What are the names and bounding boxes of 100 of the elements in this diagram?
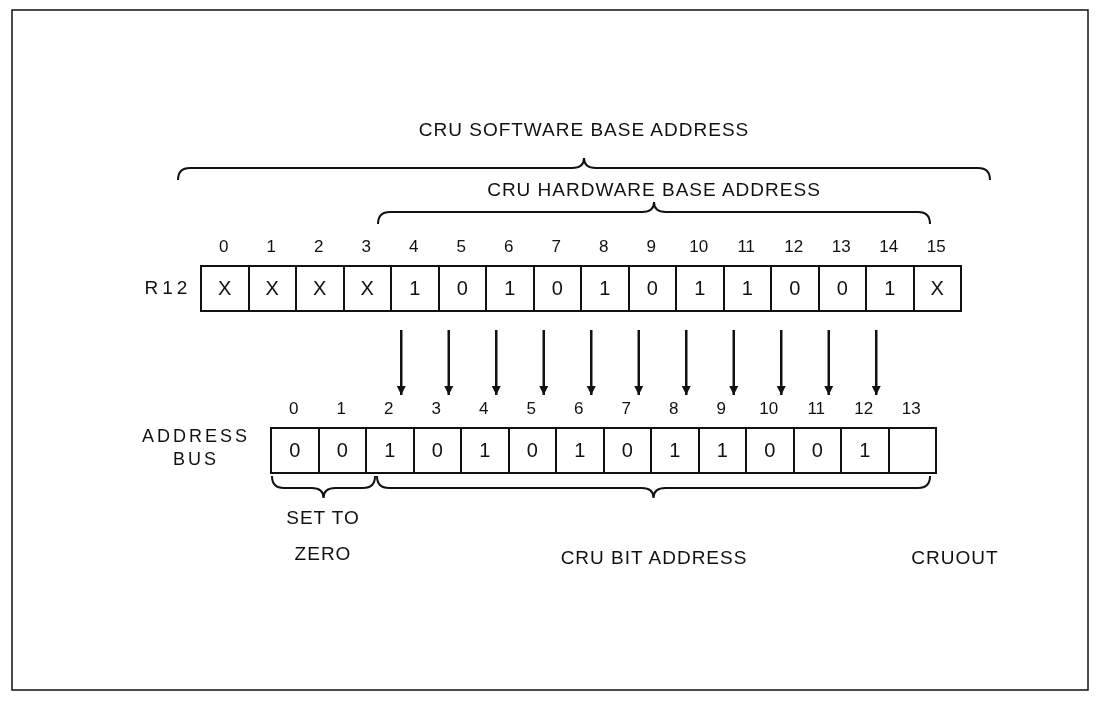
bit-cell (507, 427, 557, 474)
bit-number: 0 (218, 237, 230, 257)
arrow (681, 330, 691, 395)
bit-value: 0 (811, 439, 823, 462)
bit-cell (270, 427, 320, 474)
register-label: R12 (143, 276, 193, 300)
bit-cell (745, 427, 795, 474)
bit-value: 0 (526, 439, 538, 462)
bit-cell (485, 265, 535, 312)
bit-number: 13 (900, 399, 922, 419)
bit-value: 0 (551, 277, 563, 300)
bit-value: 0 (456, 277, 468, 300)
bit-number: 8 (668, 399, 680, 419)
bit-value: 1 (669, 439, 681, 462)
bit-value: 1 (384, 439, 396, 462)
bit-number: 15 (925, 237, 947, 257)
bit-cell (840, 427, 890, 474)
bit-value: X (313, 277, 327, 300)
bit-cell (200, 265, 250, 312)
bit-number: 6 (573, 399, 585, 419)
bit-value: 0 (764, 439, 776, 462)
bit-value: 0 (646, 277, 658, 300)
field-label: CRU BIT ADDRESS (559, 546, 749, 570)
bit-number: 1 (335, 399, 347, 419)
bit-value: X (265, 277, 279, 300)
bit-cell (532, 265, 582, 312)
bit-value: 0 (336, 439, 348, 462)
bit-cell (627, 265, 677, 312)
bit-cell (247, 265, 297, 312)
bit-value: 1 (504, 277, 516, 300)
bit-number: 3 (430, 399, 442, 419)
bit-number: 2 (383, 399, 395, 419)
bit-cell (722, 265, 772, 312)
arrow (444, 330, 454, 395)
bit-cell (887, 427, 937, 474)
bit-number: 14 (878, 237, 900, 257)
bit-value: 1 (859, 439, 871, 462)
bit-number: 9 (715, 399, 727, 419)
arrow (776, 330, 786, 395)
bit-cell (295, 265, 345, 312)
bit-number: 2 (313, 237, 325, 257)
bit-cell (697, 427, 747, 474)
bit-cell (460, 427, 510, 474)
bit-number: 1 (265, 237, 277, 257)
bit-cell (650, 427, 700, 474)
bit-number: 6 (503, 237, 515, 257)
bit-cell (792, 427, 842, 474)
register-label: ADDRESS BUS (141, 425, 251, 472)
bit-value: 0 (789, 277, 801, 300)
bit-value: 1 (694, 277, 706, 300)
bit-number: 9 (645, 237, 657, 257)
bit-cell (555, 427, 605, 474)
bit-value: 1 (574, 439, 586, 462)
bit-value: 1 (741, 277, 753, 300)
bit-number: 7 (620, 399, 632, 419)
bit-number: 3 (360, 237, 372, 257)
bit-number: 7 (550, 237, 562, 257)
bit-cell (675, 265, 725, 312)
bit-value: 0 (289, 439, 301, 462)
arrow (824, 330, 834, 395)
bit-cell (317, 427, 367, 474)
bit-value: 1 (409, 277, 421, 300)
bit-value: 0 (836, 277, 848, 300)
bit-value: 0 (431, 439, 443, 462)
bit-number: 10 (688, 237, 710, 257)
bit-cell (770, 265, 820, 312)
arrow (539, 330, 549, 395)
bit-cell (865, 265, 915, 312)
bit-number: 12 (853, 399, 875, 419)
bit-value: X (360, 277, 374, 300)
arrow (586, 330, 596, 395)
field-label: CRU SOFTWARE BASE ADDRESS (417, 118, 751, 142)
bit-cell (342, 265, 392, 312)
bit-value: 1 (884, 277, 896, 300)
bit-number: 5 (525, 399, 537, 419)
bit-cell (817, 265, 867, 312)
bit-value: X (930, 277, 944, 300)
bit-cell (437, 265, 487, 312)
bit-cell (602, 427, 652, 474)
field-label: SET TO ZERO (285, 506, 361, 567)
bit-number: 11 (736, 237, 757, 257)
bit-value: 1 (599, 277, 611, 300)
bit-cell (365, 427, 415, 474)
bit-cell (912, 265, 962, 312)
bit-number: 5 (455, 237, 467, 257)
field-label: CRU HARDWARE BASE ADDRESS (486, 178, 822, 202)
arrow (634, 330, 644, 395)
field-label: CRUOUT (910, 546, 1000, 570)
bit-number: 4 (478, 399, 490, 419)
bit-number: 8 (598, 237, 610, 257)
arrow (729, 330, 739, 395)
bit-value: 0 (621, 439, 633, 462)
bit-number: 13 (830, 237, 852, 257)
bit-value: 1 (479, 439, 491, 462)
bit-cell (580, 265, 630, 312)
bit-number: 11 (806, 399, 827, 419)
bit-number: 4 (408, 237, 420, 257)
arrow (396, 330, 406, 395)
bit-value: 1 (716, 439, 728, 462)
bit-value: X (218, 277, 232, 300)
